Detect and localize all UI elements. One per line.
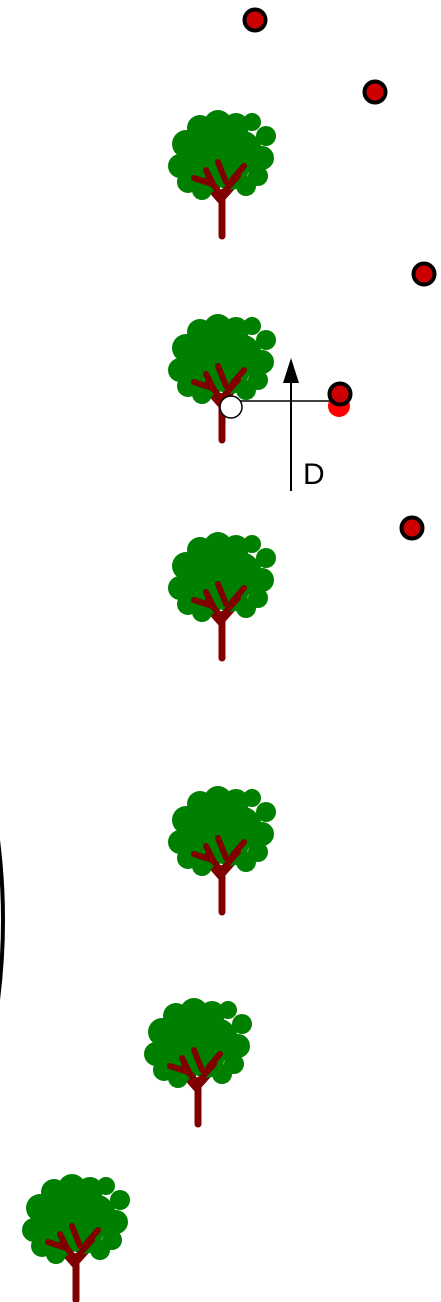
tree-6-icon xyxy=(22,1174,130,1300)
tree-2-icon xyxy=(168,314,276,440)
tree-1-icon xyxy=(168,110,276,236)
open-circle-marker xyxy=(219,395,243,419)
tree-3-icon xyxy=(168,532,276,658)
marker-4-icon xyxy=(327,381,353,407)
direction-label: D xyxy=(303,458,325,491)
tree-4-icon xyxy=(168,786,276,912)
left-edge-curve xyxy=(0,839,5,1001)
direction-arrow-head xyxy=(283,358,299,383)
marker-2-icon xyxy=(362,79,388,105)
marker-3-icon xyxy=(411,261,437,287)
tree-5-icon xyxy=(144,998,252,1124)
marker-5-icon xyxy=(399,515,425,541)
marker-1-icon xyxy=(242,7,268,33)
